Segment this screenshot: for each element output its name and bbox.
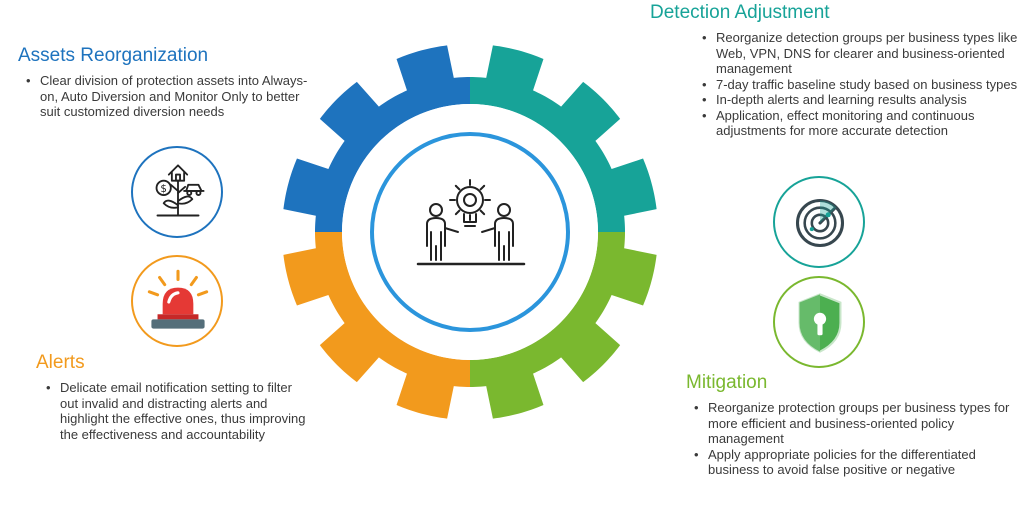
mitigation-bullet: Apply appropriate policies for the diffe…: [694, 447, 1016, 478]
radar-icon: [773, 176, 865, 268]
gear-quadrants: [283, 45, 657, 419]
detection-bullet: Application, effect monitoring and conti…: [702, 108, 1022, 139]
detection-title: Detection Adjustment: [650, 2, 830, 23]
alerts-bullet: Delicate email notification setting to f…: [46, 380, 306, 442]
detection-adjustment-section: Detection Adjustment Reorganize detectio…: [650, 2, 1022, 139]
assets-title: Assets Reorganization: [18, 45, 209, 66]
detection-bullet: In-depth alerts and learning results ana…: [702, 92, 1022, 108]
svg-text:$: $: [160, 184, 167, 195]
gear-inner-white: [342, 104, 598, 360]
bulb-ray: [454, 209, 461, 216]
people-lightbulb-gear-icon: [416, 179, 526, 266]
mitigation-bullet: Reorganize protection groups per busines…: [694, 400, 1016, 447]
detection-bullet: Reorganize detection groups per business…: [702, 30, 1022, 77]
siren-icon: [131, 255, 223, 347]
money-house-car-plant-icon: $: [131, 146, 223, 238]
assets-bullets: Clear division of protection assets into…: [18, 73, 308, 120]
assets-reorganization-section: Assets Reorganization Clear division of …: [18, 45, 308, 120]
bulb-ray: [479, 209, 486, 216]
gear-quadrant-alerts: [283, 232, 470, 419]
bulb-ray: [479, 184, 486, 191]
shield-keyhole-icon: [773, 276, 865, 368]
central-gear: [283, 45, 657, 419]
mitigation-title: Mitigation: [686, 372, 768, 393]
gear-quadrant-assets: [283, 45, 470, 233]
alerts-section: Alerts Delicate email notification setti…: [36, 352, 306, 442]
assets-bullet: Clear division of protection assets into…: [26, 73, 308, 120]
alerts-bullets: Delicate email notification setting to f…: [38, 380, 306, 442]
detection-bullet: 7-day traffic baseline study based on bu…: [702, 77, 1022, 93]
bulb-ray: [454, 184, 461, 191]
gear-inner-ring: [370, 132, 570, 332]
detection-bullets: Reorganize detection groups per business…: [694, 30, 1022, 139]
gear-quadrant-detection: [470, 45, 657, 233]
mitigation-section: Mitigation Reorganize protection groups …: [686, 372, 1016, 478]
mitigation-bullets: Reorganize protection groups per busines…: [686, 400, 1016, 478]
gear-quadrant-mitigation: [470, 232, 657, 419]
alerts-title: Alerts: [36, 352, 85, 373]
